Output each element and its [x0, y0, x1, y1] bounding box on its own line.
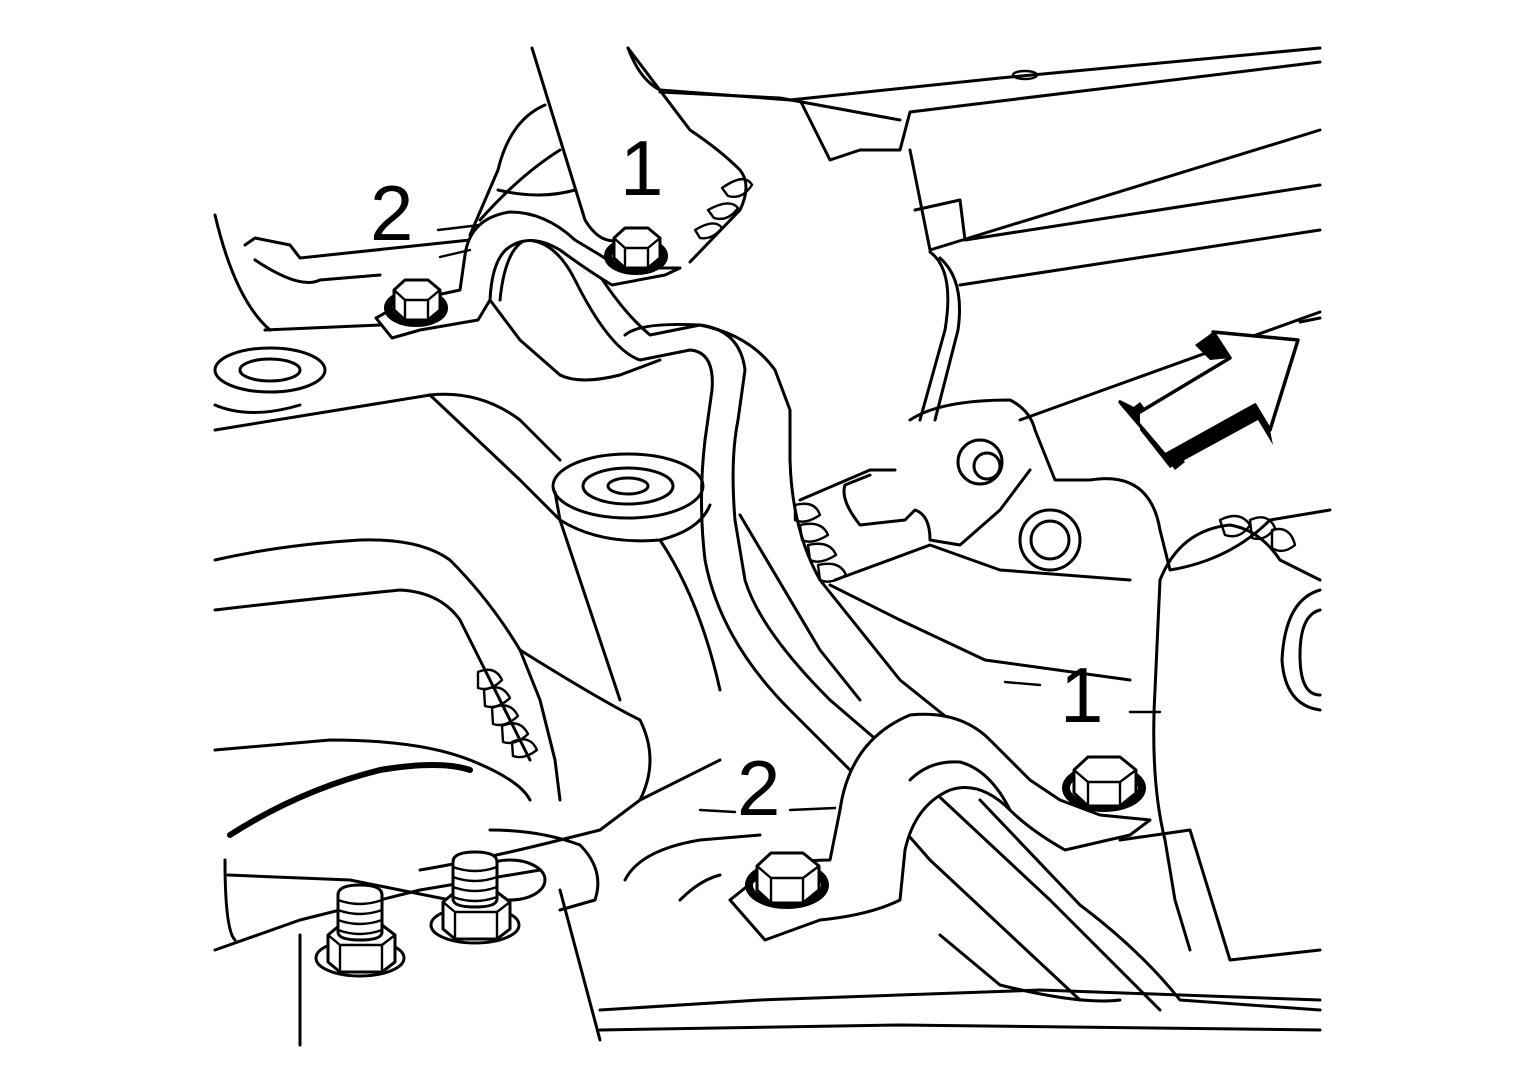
stud-nut-right	[429, 850, 521, 945]
left-upper-rail	[213, 213, 562, 462]
top-clamp	[374, 210, 682, 340]
arrow-icon	[1118, 330, 1300, 470]
hex-nut-bottom-1	[1062, 755, 1146, 812]
lower-left-crossmember	[213, 538, 722, 942]
fasteners	[314, 226, 1146, 978]
leader-lines	[436, 223, 1162, 814]
callout-bottom-1: 1	[1060, 651, 1103, 739]
hex-nut-top-1	[604, 226, 668, 275]
lower-frame-plate	[213, 828, 1322, 1047]
right-side-component	[1152, 514, 1322, 952]
callout-bottom-2: 2	[737, 744, 780, 832]
callout-top-1: 1	[620, 124, 663, 212]
stud-nut-left	[314, 883, 406, 978]
hex-nut-bottom-2	[745, 851, 829, 909]
upper-body-panel	[626, 46, 1322, 422]
hex-nut-top-2	[384, 278, 448, 327]
callout-top-2: 2	[370, 169, 413, 257]
right-bracket	[793, 398, 1332, 682]
callouts: 1 2 1 2	[370, 124, 1103, 832]
lower-clamp	[728, 712, 1152, 942]
top-mount-arm	[468, 46, 754, 264]
center-crossmember	[428, 393, 722, 702]
